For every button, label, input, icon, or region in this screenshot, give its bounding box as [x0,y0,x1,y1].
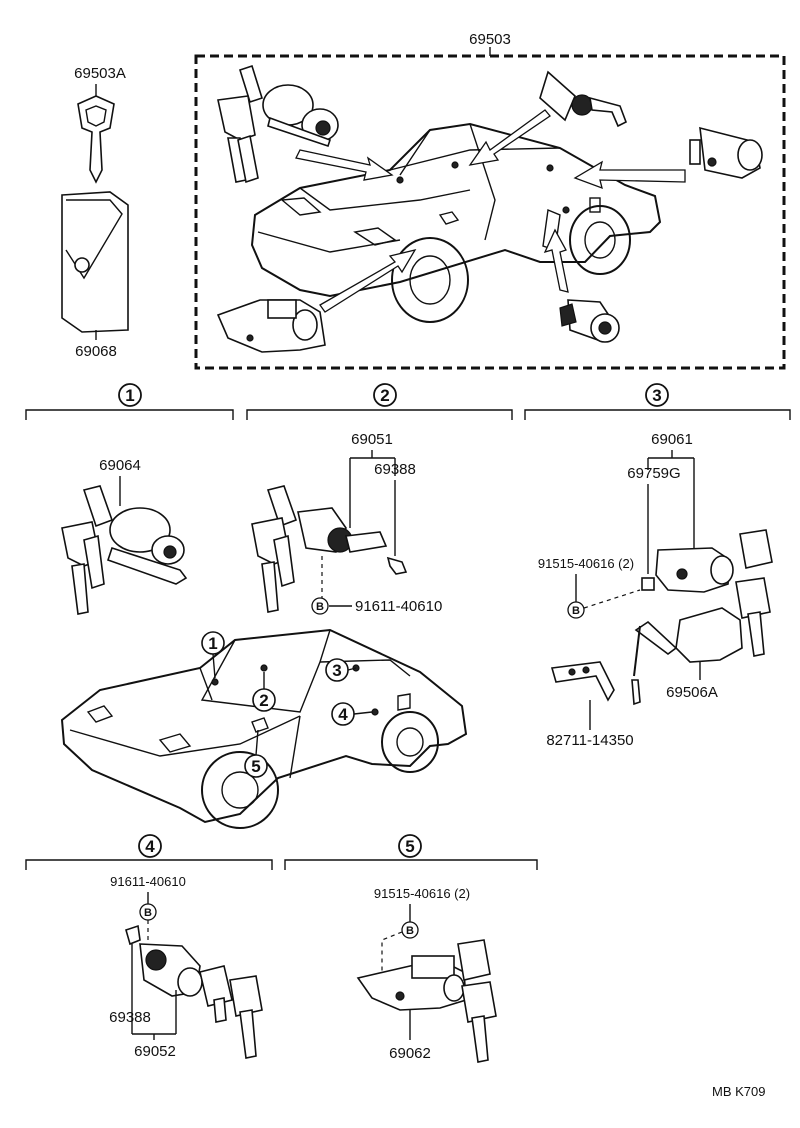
door-bolt-right-label: 91611-40610 [110,874,186,889]
kit-key-set-icon [217,64,263,184]
door-clip-right-label: 69388 [109,1009,151,1026]
liftgate-cylinder-label: 69061 [651,431,693,448]
car-top-illustration [250,122,662,323]
liftgate-gasket-label: 69759G [627,465,680,482]
bolt-marker-trunk [401,921,419,939]
trunk-cylinder-label: 69062 [389,1045,431,1062]
ignition-keys-icon [61,485,114,615]
door-clip-left-icon [386,556,408,575]
car-callout-3: 3 [325,658,357,682]
svg-text:4: 4 [338,705,348,724]
trunk-group: 91515-40616 (2) B 69062 [356,886,497,1063]
liftgate-keys-icon [735,529,773,657]
door-left-group: 69051 69388 B 91611-40610 [251,431,442,615]
kit-ignition-cylinder-icon [262,84,339,148]
kit-liftgate-cylinder-icon [689,126,763,179]
liftgate-rod-label: 82711-14350 [546,732,633,749]
liftgate-cylinder-icon [641,547,734,593]
kit-arrow-4 [543,228,569,293]
door-cylinder-right-label: 69052 [134,1043,176,1060]
key-blank-icon [77,95,115,184]
trunk-screw-label: 91515-40616 (2) [374,886,470,901]
liftgate-housing-label: 69506A [666,684,718,701]
svg-text:5: 5 [251,757,260,776]
door-clip-left-label: 69388 [374,461,416,478]
section-bracket-4 [25,859,273,870]
section-number-4: 4 [145,837,155,856]
kit-arrow-1 [295,149,394,181]
key-blank-label: 69503A [74,65,126,82]
door-bolt-left-label: 91611-40610 [355,598,442,615]
section-bracket-1 [25,409,234,420]
kit-label: 69503 [469,31,511,48]
kit-arrow-5 [319,249,417,313]
door-right-group: 91611-40610 B 69388 69052 [109,874,263,1060]
section-number-5: 5 [405,837,414,856]
section-bracket-2 [246,409,513,420]
door-cylinder-left-icon [297,507,388,553]
kit-arrow-2 [468,109,551,166]
kit-trunk-cylinder-icon [216,299,326,353]
section-header-2: 2 [246,383,513,420]
bolt-marker-left [311,597,329,615]
svg-text:B: B [144,907,152,919]
key-case-icon [61,191,129,333]
svg-text:2: 2 [259,691,268,710]
door-keys-right-icon [199,965,263,1059]
kit-arrow-3 [573,160,686,190]
trunk-keys-icon [457,939,497,1063]
section-number-2: 2 [380,386,389,405]
door-keys-left-icon [251,485,298,613]
key-blank-group: 69503A [74,65,126,184]
key-case-group: 69068 [61,191,129,360]
svg-text:B: B [316,601,324,613]
svg-text:B: B [406,925,414,937]
kit-group: 69503 [194,31,786,370]
key-case-label: 69068 [75,343,117,360]
section-header-4: 4 [25,834,273,870]
car-callout-4: 4 [331,702,373,726]
car-callout-5: 5 [244,729,268,778]
car-locator-illustration [60,628,468,829]
ignition-cylinder-label: 69064 [99,457,141,474]
svg-text:B: B [572,605,580,617]
section-header-1: 1 [25,383,234,420]
svg-text:3: 3 [332,661,341,680]
door-clip-right-icon [125,924,141,946]
kit-door-cylinder-lower-icon [559,299,620,343]
liftgate-housing-icon [633,607,743,677]
section-header-3: 3 [524,383,791,420]
car-callout-2: 2 [252,672,276,712]
liftgate-rod-icon [550,661,641,706]
trunk-cylinder-icon [356,955,467,1011]
door-cylinder-right-icon [139,943,203,997]
liftgate-group: 69061 69759G 91515-40616 (2) B 69506A [538,431,773,749]
section-number-3: 3 [652,386,661,405]
svg-text:1: 1 [208,634,217,653]
section-bracket-3 [524,409,791,420]
section-number-1: 1 [125,386,134,405]
section-header-5: 5 [284,834,538,870]
door-cylinder-left-label: 69051 [351,431,393,448]
diagram-code: MB K709 [712,1084,765,1099]
liftgate-screw-label: 91515-40616 (2) [538,556,634,571]
ignition-cylinder-icon [106,507,188,585]
section-bracket-5 [284,859,538,870]
kit-door-cylinder-icon [539,70,628,128]
ignition-group: 69064 [61,457,188,615]
car-callout-1: 1 [201,631,225,679]
